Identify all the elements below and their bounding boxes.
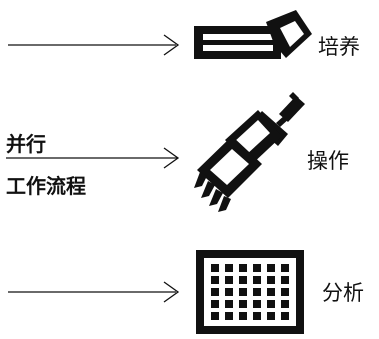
step-label-operation: 操作 [307, 149, 349, 173]
arrow-culture [8, 34, 180, 56]
culture-dish-icon [194, 10, 312, 59]
arrow-operation [6, 147, 180, 169]
well [225, 312, 233, 320]
well [267, 276, 275, 284]
well [267, 288, 275, 296]
well [239, 276, 247, 284]
well [211, 276, 219, 284]
well-grid [211, 264, 289, 320]
arrow-head [163, 34, 180, 56]
well [253, 288, 261, 296]
well [225, 264, 233, 272]
well [225, 288, 233, 296]
well [239, 264, 247, 272]
well [239, 288, 247, 296]
input-label-line2: 工作流程 [6, 174, 86, 198]
well [211, 312, 219, 320]
well [239, 300, 247, 308]
well [253, 276, 261, 284]
well [211, 264, 219, 272]
input-label-line1: 并行 [6, 132, 46, 156]
arrow-analysis [8, 281, 180, 303]
well [253, 300, 261, 308]
well [281, 300, 289, 308]
arrow-head [163, 147, 180, 169]
well [225, 300, 233, 308]
well [267, 300, 275, 308]
well [211, 300, 219, 308]
well [281, 288, 289, 296]
well [267, 312, 275, 320]
well [281, 312, 289, 320]
well [239, 312, 247, 320]
arrow-head [163, 281, 180, 303]
well [253, 264, 261, 272]
step-label-analysis: 分析 [322, 281, 364, 305]
well [281, 264, 289, 272]
well [267, 264, 275, 272]
step-label-culture: 培养 [318, 35, 360, 59]
well-plate-icon [196, 250, 304, 334]
well [225, 276, 233, 284]
well [211, 288, 219, 296]
well [281, 276, 289, 284]
well [253, 312, 261, 320]
pipette-rake-icon [194, 92, 305, 212]
